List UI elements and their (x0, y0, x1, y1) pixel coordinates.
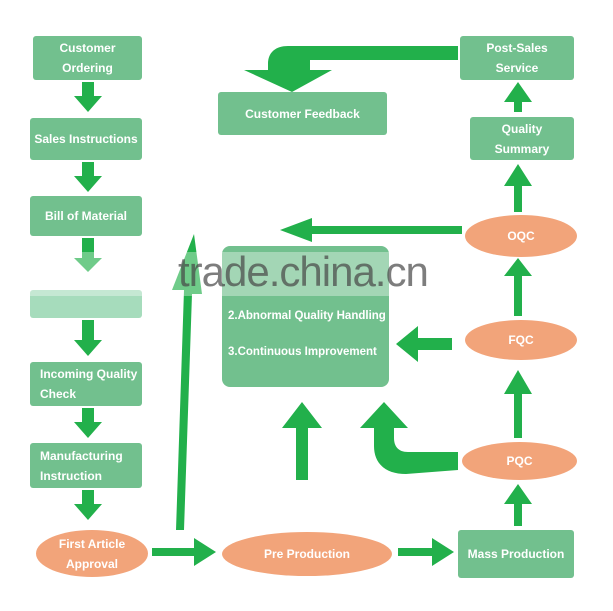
box-mass-production: Mass Production (458, 530, 574, 578)
arrow-down-icon (74, 162, 102, 192)
box-bill-of-material: Bill of Material (30, 196, 142, 236)
box-hidden-step (30, 290, 142, 318)
ellipse-first-article-approval: First Article Approval (36, 530, 148, 577)
arrow-up-icon (172, 234, 202, 530)
box-quality-improvement: 2.Abnormal Quality Handling 3.Continuous… (222, 246, 389, 387)
arrow-down-icon (74, 320, 102, 356)
arrow-left-icon (280, 218, 462, 242)
box-post-sales-service: Post-Sales Service (460, 36, 574, 80)
box-customer-feedback: Customer Feedback (218, 92, 387, 135)
center-line-3: 3.Continuous Improvement (228, 346, 377, 358)
watermark: trade.china.cn (178, 248, 429, 295)
box-customer-ordering: Customer Ordering (33, 36, 142, 80)
box-sales-instructions: Sales Instructions (30, 118, 142, 160)
box-incoming-quality-check: Incoming Quality Check (30, 362, 142, 406)
box-quality-summary: Quality Summary (470, 117, 574, 160)
arrow-up-icon (360, 402, 458, 474)
arrow-right-icon (398, 538, 454, 566)
ellipse-pre-production: Pre Production (222, 532, 392, 576)
arrow-up-icon (504, 370, 532, 438)
arrow-down-icon (74, 408, 102, 438)
center-line-2: 2.Abnormal Quality Handling (228, 310, 386, 322)
arrow-right-icon (152, 538, 216, 566)
watermark-band (20, 252, 440, 296)
arrow-up-icon (504, 164, 532, 212)
ellipse-oqc: OQC (465, 215, 577, 257)
arrow-up-icon (504, 82, 532, 112)
ellipse-fqc: FQC (465, 320, 577, 360)
box-manufacturing-instruction: Manufacturing Instruction (30, 443, 142, 488)
arrow-down-icon (74, 490, 102, 520)
arrow-down-icon (74, 82, 102, 112)
arrow-up-icon (504, 484, 532, 526)
arrow-left-down-icon (244, 46, 458, 92)
arrow-up-icon (282, 402, 322, 480)
ellipse-pqc: PQC (462, 442, 577, 480)
arrow-down-icon (74, 238, 102, 272)
arrow-left-icon (396, 326, 452, 362)
arrow-up-icon (504, 258, 532, 316)
